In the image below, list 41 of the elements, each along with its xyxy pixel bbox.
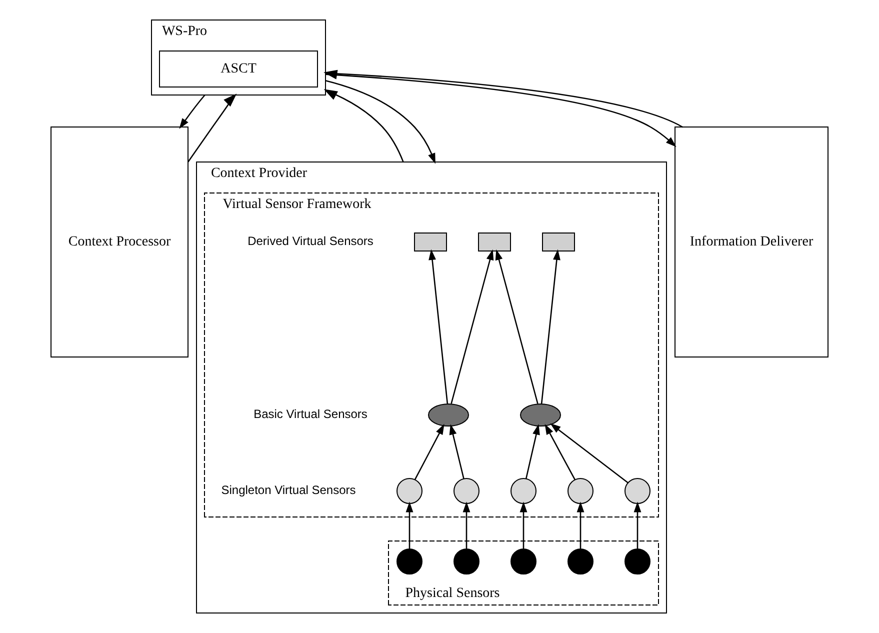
node-box — [414, 232, 447, 252]
label: Singleton Virtual Sensors — [221, 483, 356, 498]
arrow — [414, 424, 444, 480]
arrow — [540, 249, 560, 404]
arrow — [325, 74, 676, 147]
node-circle — [624, 548, 650, 574]
cluster: Physical Sensors — [388, 540, 659, 606]
arrow — [634, 502, 642, 549]
node-box — [542, 232, 575, 252]
node-box: Information Deliverer — [674, 126, 828, 358]
node-circle — [568, 548, 594, 574]
arrow — [576, 502, 584, 549]
arrow — [450, 249, 494, 404]
arrow — [324, 70, 684, 128]
arrow — [179, 94, 206, 129]
arrow — [525, 424, 540, 479]
node-circle — [454, 548, 480, 574]
label: Basic Virtual Sensors — [254, 407, 368, 422]
arrow — [520, 502, 528, 549]
node-ellipse — [428, 404, 469, 426]
arrow — [550, 423, 628, 484]
arrow — [462, 502, 470, 549]
node-box — [478, 232, 511, 252]
node-ellipse — [520, 404, 561, 426]
node-circle — [568, 478, 594, 504]
label: Derived Virtual Sensors — [248, 234, 374, 248]
arrow — [324, 89, 404, 162]
node-box: Context Processor — [50, 126, 188, 358]
node-circle — [396, 548, 422, 574]
arrow — [325, 80, 436, 164]
node-circle — [510, 478, 536, 504]
arrow — [406, 502, 414, 549]
arrow — [495, 249, 538, 404]
node-circle — [624, 478, 650, 504]
node-circle — [454, 478, 480, 504]
node-box: ASCT — [159, 50, 318, 88]
arrow — [449, 424, 464, 479]
node-circle — [510, 548, 536, 574]
node-circle — [396, 478, 422, 504]
arrow — [544, 424, 576, 480]
arrow — [428, 249, 448, 404]
